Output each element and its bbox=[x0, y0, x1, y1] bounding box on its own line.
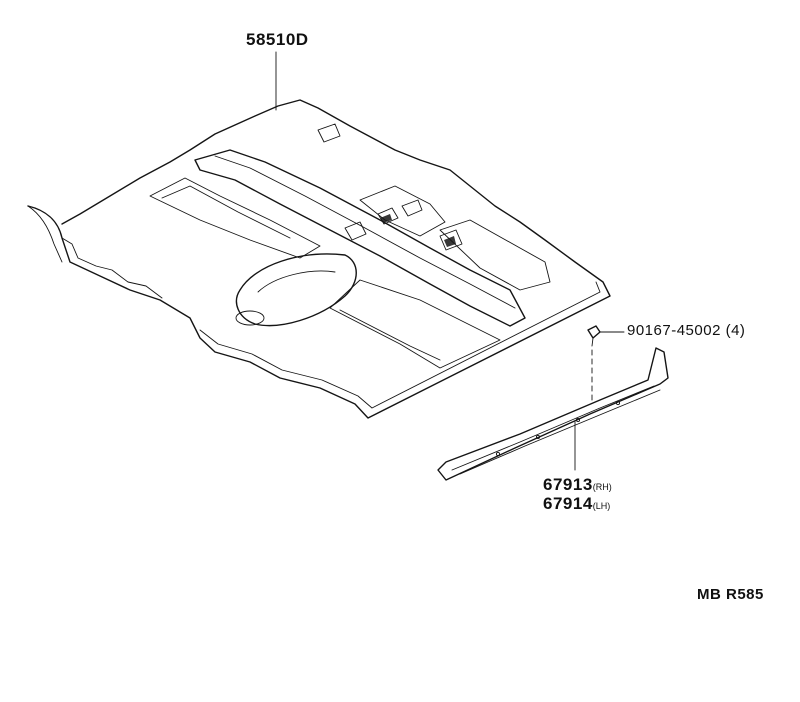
diagram-reference-code: MB R585 bbox=[697, 586, 764, 603]
scuff-lh-callout: 67914(LH) bbox=[543, 494, 610, 514]
scuff-plate bbox=[437, 347, 669, 481]
carpet-part-number: 58510D bbox=[246, 30, 309, 49]
scuff-rh-side: (RH) bbox=[592, 482, 612, 492]
clip-part-number: 90167-45002 bbox=[627, 322, 721, 339]
scuff-lh-side: (LH) bbox=[592, 501, 611, 511]
clip-callout: 90167-45002 (4) bbox=[627, 322, 745, 339]
clip-part bbox=[587, 325, 625, 403]
clip-quantity: (4) bbox=[725, 322, 746, 339]
floor-carpet bbox=[27, 51, 611, 419]
scuff-rh-part-number: 67913 bbox=[543, 475, 593, 494]
scuff-lh-part-number: 67914 bbox=[543, 494, 593, 513]
scuff-rh-callout: 67913(RH) bbox=[543, 475, 612, 495]
